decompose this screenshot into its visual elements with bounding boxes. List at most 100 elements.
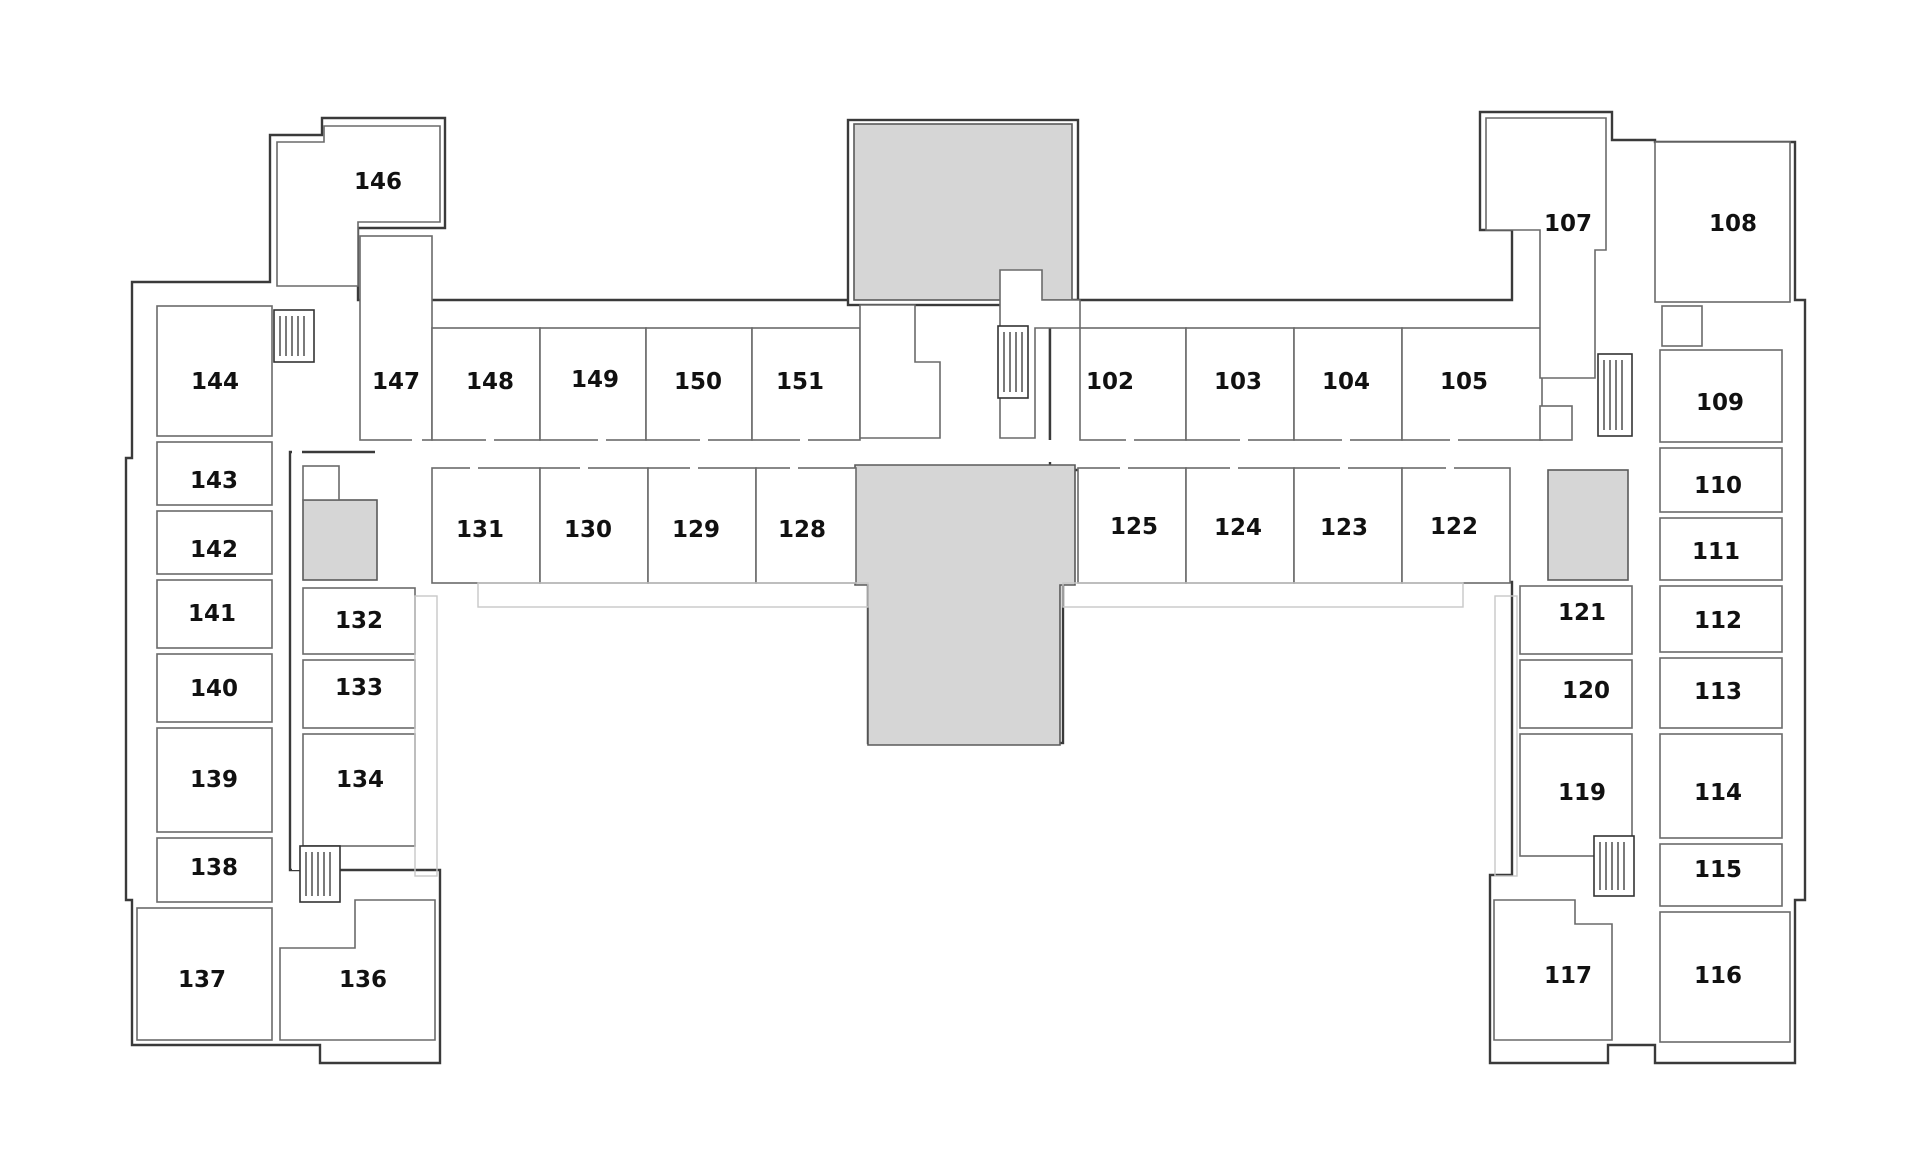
label-105: 105 (1440, 369, 1488, 395)
label-148: 148 (466, 369, 514, 395)
room-142[interactable] (156, 510, 273, 575)
room-125[interactable] (1077, 467, 1187, 584)
room-151[interactable] (751, 327, 861, 441)
label-144: 144 (191, 369, 239, 395)
atrium-bottom (854, 464, 1076, 746)
room-112[interactable] (1659, 585, 1783, 653)
room-114[interactable] (1659, 733, 1783, 839)
room-143[interactable] (156, 441, 273, 506)
room-146[interactable] (276, 125, 441, 287)
closet-105 (1539, 405, 1573, 441)
room-128[interactable] (755, 467, 857, 584)
label-121: 121 (1558, 600, 1606, 626)
shaded-room-west (302, 499, 378, 581)
label-119: 119 (1558, 780, 1606, 806)
main-corridor (375, 440, 1585, 462)
room-132[interactable] (302, 587, 416, 655)
door-openings (412, 437, 1458, 471)
label-150: 150 (674, 369, 722, 395)
elevator-shaft-west (302, 465, 340, 501)
label-123: 123 (1320, 515, 1368, 541)
room-105[interactable] (1401, 327, 1543, 441)
label-109: 109 (1696, 390, 1744, 416)
label-132: 132 (335, 608, 383, 634)
room-144[interactable] (156, 305, 273, 437)
room-141[interactable] (156, 579, 273, 649)
service-core-west (859, 304, 941, 439)
label-113: 113 (1694, 679, 1742, 705)
room-117[interactable] (1493, 899, 1613, 1041)
label-120: 120 (1562, 678, 1610, 704)
outer-balcony-south-west (477, 582, 869, 608)
stair-center (997, 325, 1029, 399)
shaded-room-east (1547, 469, 1629, 581)
label-107: 107 (1544, 211, 1592, 237)
room-147[interactable] (359, 235, 433, 441)
room-107[interactable] (1485, 117, 1607, 379)
label-128: 128 (778, 517, 826, 543)
label-117: 117 (1544, 963, 1592, 989)
label-136: 136 (339, 967, 387, 993)
label-143: 143 (190, 468, 238, 494)
label-125: 125 (1110, 514, 1158, 540)
room-121[interactable] (1519, 585, 1633, 655)
room-134[interactable] (302, 733, 416, 847)
label-116: 116 (1694, 963, 1742, 989)
room-111[interactable] (1659, 517, 1783, 581)
east-corridor (1638, 440, 1648, 870)
west-corridor (292, 440, 302, 870)
label-140: 140 (190, 676, 238, 702)
label-129: 129 (672, 517, 720, 543)
room-116[interactable] (1659, 911, 1791, 1043)
outer-balcony-west (414, 595, 438, 877)
stair-southwest (299, 845, 341, 903)
label-149: 149 (571, 367, 619, 393)
label-131: 131 (456, 517, 504, 543)
room-138[interactable] (156, 837, 273, 903)
outer-balcony-east (1494, 595, 1518, 877)
label-114: 114 (1694, 780, 1742, 806)
label-146: 146 (354, 169, 402, 195)
label-110: 110 (1694, 473, 1742, 499)
room-108[interactable] (1654, 141, 1791, 303)
label-151: 151 (776, 369, 824, 395)
outer-balcony-south-east (1062, 582, 1464, 608)
label-137: 137 (178, 967, 226, 993)
room-labels: 146 144 147 148 149 150 151 143 142 141 … (178, 169, 1757, 993)
room-115[interactable] (1659, 843, 1783, 907)
room-113[interactable] (1659, 657, 1783, 729)
label-133: 133 (335, 675, 383, 701)
label-111: 111 (1692, 539, 1740, 565)
label-130: 130 (564, 517, 612, 543)
room-120[interactable] (1519, 659, 1633, 729)
label-142: 142 (190, 537, 238, 563)
label-134: 134 (336, 767, 384, 793)
room-133[interactable] (302, 659, 416, 729)
room-104[interactable] (1293, 327, 1403, 441)
room-130[interactable] (539, 467, 649, 584)
room-136[interactable] (279, 899, 436, 1041)
room-129[interactable] (647, 467, 757, 584)
room-137[interactable] (136, 907, 273, 1041)
room-131[interactable] (431, 467, 541, 584)
elevator-shaft-east (1661, 305, 1703, 347)
label-141: 141 (188, 601, 236, 627)
room-103[interactable] (1185, 327, 1295, 441)
room-102[interactable] (1079, 327, 1187, 441)
room-122[interactable] (1401, 467, 1511, 584)
label-104: 104 (1322, 369, 1370, 395)
label-112: 112 (1694, 608, 1742, 634)
label-122: 122 (1430, 514, 1478, 540)
label-139: 139 (190, 767, 238, 793)
room-140[interactable] (156, 653, 273, 723)
label-124: 124 (1214, 515, 1262, 541)
room-110[interactable] (1659, 447, 1783, 513)
room-109[interactable] (1659, 349, 1783, 443)
room-150[interactable] (645, 327, 753, 441)
label-102: 102 (1086, 369, 1134, 395)
stair-northeast (1597, 353, 1633, 437)
stair-northwest (273, 309, 315, 363)
label-138: 138 (190, 855, 238, 881)
room-139[interactable] (156, 727, 273, 833)
